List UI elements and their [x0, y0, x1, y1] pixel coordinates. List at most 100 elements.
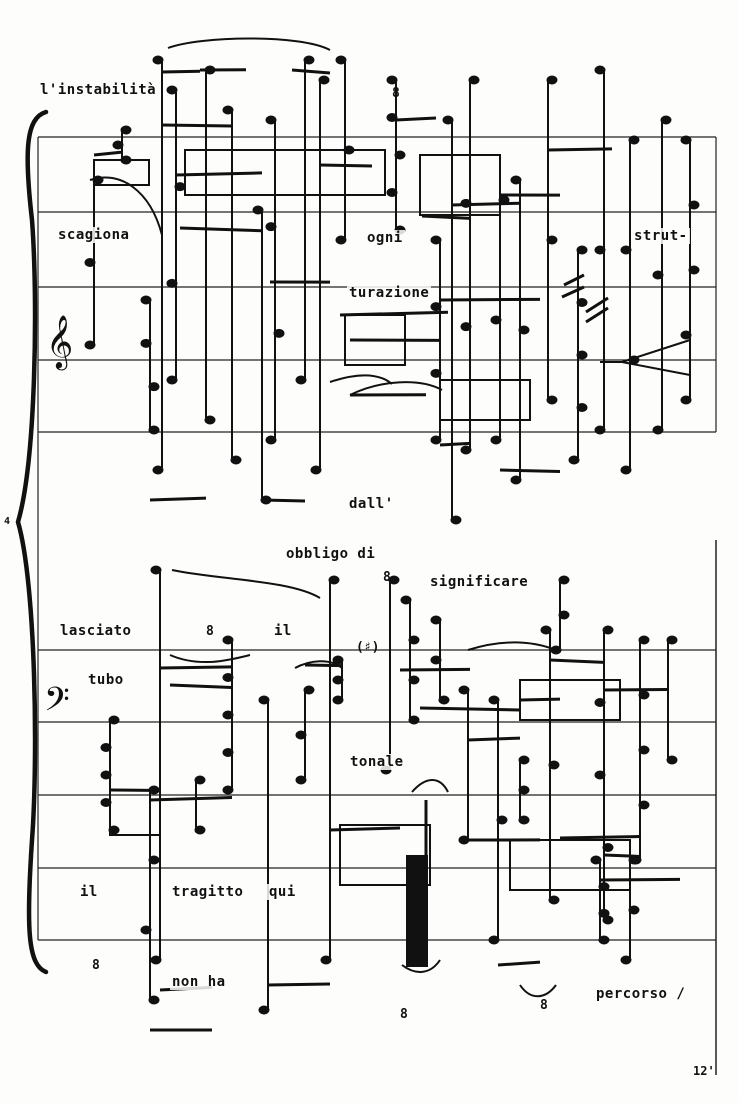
note-head [265, 222, 277, 232]
bracket-box [519, 679, 621, 721]
note-head [148, 855, 160, 865]
lyric-line: percorso / [594, 986, 688, 1002]
slur [519, 984, 557, 998]
note-head [546, 75, 558, 85]
note-head [460, 322, 472, 332]
beam [261, 498, 306, 503]
page-number: 12' [693, 1064, 715, 1078]
note-head [666, 635, 678, 645]
note-head [660, 115, 672, 125]
note-head [652, 425, 664, 435]
note-head [548, 760, 560, 770]
note-head [335, 55, 347, 65]
note-head [620, 955, 632, 965]
note-head [252, 205, 264, 215]
beam [319, 163, 373, 168]
ottava-mark: 8 [92, 958, 100, 973]
note-head [458, 685, 470, 695]
note-head [620, 465, 632, 475]
note-head [100, 770, 112, 780]
note-head [438, 695, 450, 705]
note-head [602, 915, 614, 925]
note-head [496, 815, 508, 825]
lyric-line: strut- [632, 228, 690, 244]
note-head [628, 905, 640, 915]
note-head [430, 302, 442, 312]
note-head [490, 435, 502, 445]
lyric-line: tubo [86, 672, 126, 688]
note-head [400, 595, 412, 605]
ottava-mark: 8 [540, 998, 548, 1013]
ottava-mark: 8 [206, 624, 214, 639]
bass-clef-icon: 𝄢 [44, 681, 70, 727]
note-head [430, 235, 442, 245]
beam [159, 665, 233, 670]
note-head [460, 445, 472, 455]
beam [439, 297, 541, 302]
beam [547, 147, 613, 152]
note-head [620, 245, 632, 255]
note-head [488, 695, 500, 705]
lyric-line: tragitto [170, 884, 246, 900]
slur [294, 660, 343, 669]
note-head [430, 368, 442, 378]
slur [167, 37, 331, 51]
beam [304, 663, 343, 668]
note-head [295, 775, 307, 785]
beam [497, 960, 541, 967]
note-head [303, 55, 315, 65]
note-head [666, 755, 678, 765]
note-head [332, 655, 344, 665]
slur [349, 381, 443, 396]
note-head [222, 710, 234, 720]
note-head [152, 55, 164, 65]
beam [395, 116, 437, 122]
note-head [318, 75, 330, 85]
note-head [204, 415, 216, 425]
beam [267, 982, 331, 987]
beam [175, 171, 263, 177]
note-head [558, 575, 570, 585]
note-head [84, 340, 96, 350]
note-head [120, 125, 132, 135]
note-head [594, 425, 606, 435]
note-head [230, 455, 242, 465]
beam [549, 658, 605, 664]
note-head [602, 625, 614, 635]
slur [411, 779, 449, 793]
lyric-line: lasciato [58, 623, 134, 639]
note-head [150, 955, 162, 965]
lyric-line: l'instabilità [38, 82, 159, 98]
note-head [488, 935, 500, 945]
note-head [386, 113, 398, 122]
note-head [430, 615, 442, 625]
note-head [598, 882, 610, 892]
note-head [222, 673, 234, 682]
beam [149, 496, 207, 502]
ottava-mark: 8 [392, 86, 400, 101]
note-head [594, 245, 606, 255]
note-head [558, 610, 570, 620]
note-head [152, 465, 164, 475]
beam [559, 835, 641, 840]
note-head [335, 235, 347, 245]
slur [467, 641, 557, 651]
note-head [590, 855, 602, 865]
note-head [332, 695, 344, 705]
note-head [140, 338, 152, 348]
bracket-box [93, 159, 150, 186]
note-head [265, 115, 277, 125]
treble-clef-icon: 𝄞 [46, 314, 74, 368]
slur [89, 176, 163, 236]
note-head [310, 465, 322, 475]
note-head [430, 435, 442, 445]
beam [419, 706, 521, 712]
beam [451, 201, 521, 207]
note-head [386, 188, 398, 197]
note-head [540, 625, 552, 635]
note-head [450, 515, 462, 525]
lyric-line: il [272, 623, 294, 639]
beam [439, 441, 471, 447]
note-head [518, 815, 530, 825]
beam [161, 123, 233, 128]
